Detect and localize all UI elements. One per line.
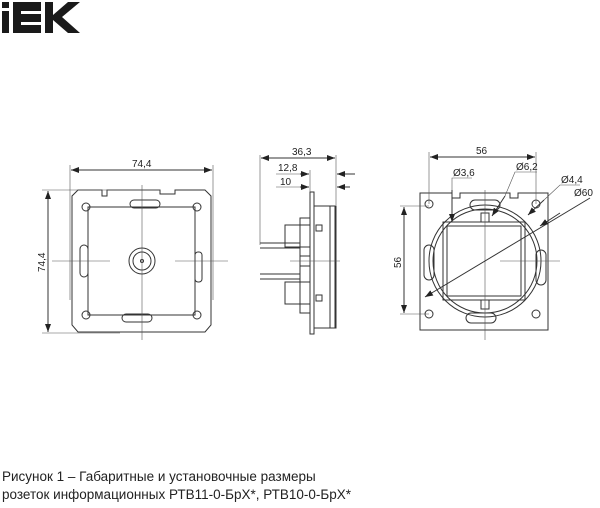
front-view <box>42 165 228 340</box>
rear-height-dim: 56 <box>393 256 404 268</box>
caption-line-2: розеток информационных РТВ11-0-БрХ*, РТВ… <box>2 487 352 502</box>
hole-dim-3-6: Ø3,6 <box>453 168 475 179</box>
rear-view <box>400 152 591 340</box>
side-view <box>259 155 355 335</box>
side-dim-b: 10 <box>280 177 292 188</box>
iek-logo <box>2 2 80 33</box>
front-height-dim: 74,4 <box>37 252 48 272</box>
rear-width-dim: 56 <box>476 146 488 157</box>
hole-dim-6-2: Ø6,2 <box>516 162 538 173</box>
caption-line-1: Рисунок 1 – Габаритные и установочные ра… <box>2 469 316 484</box>
side-dim-a: 12,8 <box>278 163 298 174</box>
front-width-dim: 74,4 <box>132 159 152 170</box>
circle-dim-60: Ø60 <box>574 188 593 199</box>
side-depth-dim: 36,3 <box>292 147 312 158</box>
hole-dim-4-4: Ø4,4 <box>561 175 583 186</box>
figure-caption: Рисунок 1 – Габаритные и установочные ра… <box>2 468 351 504</box>
